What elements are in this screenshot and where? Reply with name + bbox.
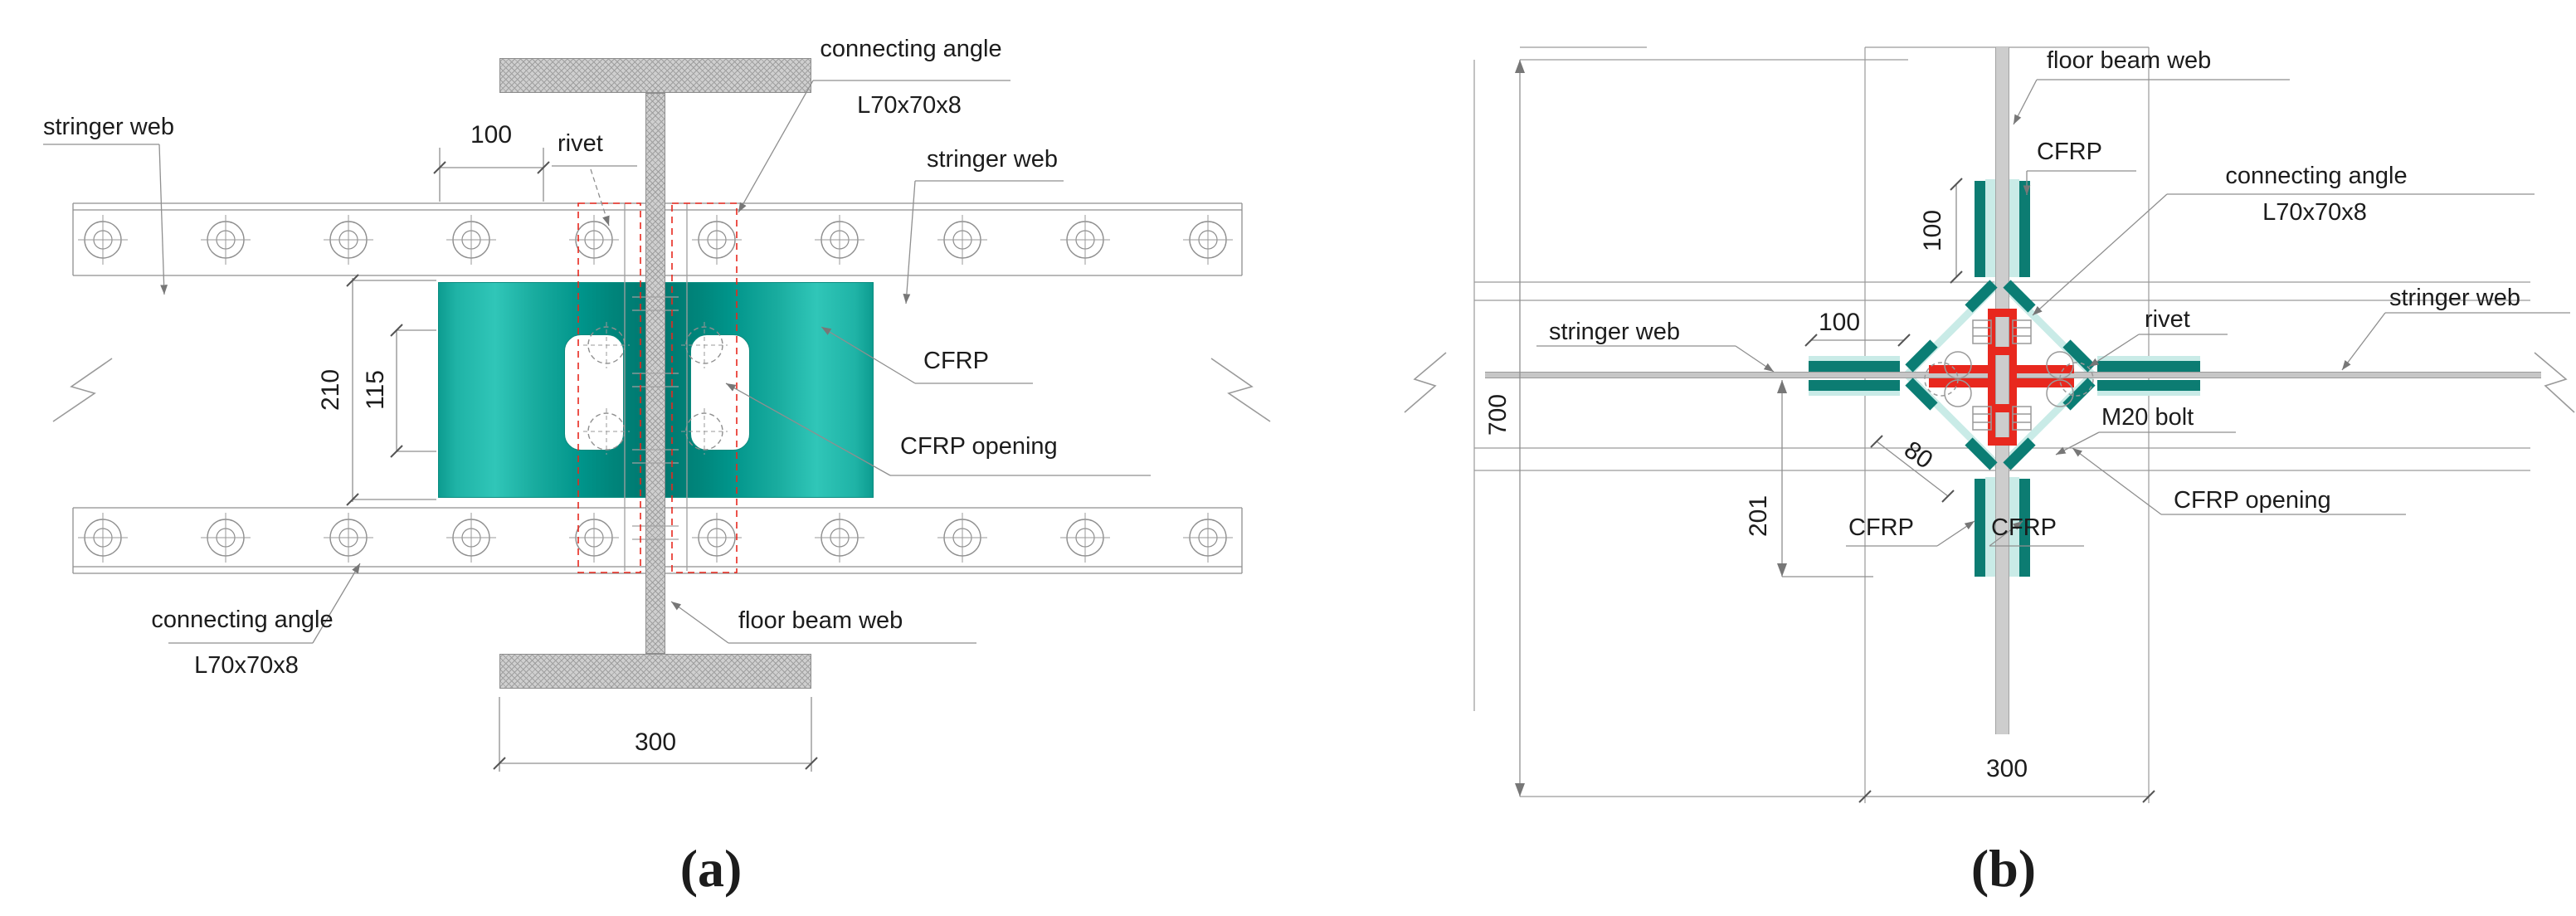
dim-300-b: 300 — [1985, 755, 2028, 782]
dimension-arrows — [1515, 60, 1787, 797]
connecting-angle-red-stub — [1995, 347, 2009, 355]
label-stringer-web-right: stringer web — [927, 146, 1058, 173]
dim-201: 201 — [1745, 495, 1772, 538]
connecting-angle-red-h — [1929, 378, 1995, 387]
cfrp-strip-left-lower — [1809, 380, 1900, 391]
label-stringer-web-right-b: stringer web — [2389, 285, 2520, 311]
cfrp-strip-top-right — [2019, 181, 2030, 277]
label-m20-bolt: M20 bolt — [2101, 404, 2194, 431]
cfrp-pale-strip — [1809, 391, 1900, 396]
label-rivet-b: rivet — [2145, 306, 2190, 333]
cfrp-opening-left — [564, 334, 624, 451]
label-stringer-web-left-b: stringer web — [1549, 319, 1680, 345]
label-rivet-a: rivet — [558, 130, 603, 157]
cfrp-pale-strip — [2009, 179, 2019, 277]
cfrp-strip-bottom-right — [2019, 479, 2030, 577]
cfrp-pale-strip — [1985, 179, 1995, 277]
dim-300-a: 300 — [634, 728, 677, 756]
caption-b: (b) — [1970, 839, 2037, 898]
label-stringer-web-left: stringer web — [43, 114, 174, 140]
connecting-angle-red-h — [2009, 378, 2074, 387]
label-cfrp-bottom-left: CFRP — [1848, 514, 1914, 541]
cfrp-strip-right-lower — [2097, 380, 2200, 391]
cfrp-strip-right-upper — [2097, 361, 2200, 372]
floor-beam-top-flange — [499, 58, 811, 93]
connecting-angle-red-v — [1988, 309, 1995, 446]
label-floor-beam-web-b: floor beam web — [2047, 47, 2212, 74]
dim-700: 700 — [1484, 393, 1512, 436]
connecting-angle-red-v — [2009, 309, 2017, 446]
cfrp-pale-strip — [2097, 356, 2200, 361]
connecting-angle-red-stub — [1995, 309, 2009, 317]
connecting-angle-red-stub — [1995, 437, 2009, 446]
caption-a: (a) — [679, 839, 743, 898]
dimension-lines-b — [1519, 60, 2149, 797]
floor-beam-bottom-flange — [499, 654, 811, 689]
label-connecting-angle-top-1: connecting angle — [820, 36, 1002, 62]
dim-210: 210 — [317, 368, 344, 412]
cfrp-pale-strip — [2097, 391, 2200, 396]
dim-80: 80 — [1899, 436, 1938, 475]
connecting-angle-red-h — [1929, 365, 1995, 373]
dim-115: 115 — [362, 370, 389, 410]
label-cfrp-top-b: CFRP — [2037, 139, 2102, 165]
label-connecting-angle-b-1: connecting angle — [2225, 163, 2408, 189]
connecting-angle-red-h — [2009, 365, 2074, 373]
cfrp-strip-top-left — [1975, 181, 1985, 277]
connecting-angle-red-stub — [1995, 404, 2009, 412]
label-cfrp-opening-b: CFRP opening — [2174, 487, 2331, 514]
cfrp-pale-strip — [1809, 356, 1900, 361]
label-connecting-angle-b-2: L70x70x8 — [2262, 199, 2367, 226]
label-connecting-angle-bottom-2: L70x70x8 — [194, 652, 299, 679]
cfrp-opening-right — [690, 334, 750, 451]
label-cfrp-opening-a: CFRP opening — [900, 433, 1058, 460]
label-floor-beam-web-a: floor beam web — [738, 607, 903, 634]
cfrp-strip-left-upper — [1809, 361, 1900, 372]
floor-beam-web-b — [1995, 47, 2009, 734]
label-connecting-angle-top-2: L70x70x8 — [857, 92, 962, 119]
dim-100-a: 100 — [470, 121, 513, 149]
label-cfrp-bottom-right: CFRP — [1991, 514, 2057, 541]
dim-100-top-b: 100 — [1919, 209, 1946, 252]
label-connecting-angle-bottom-1: connecting angle — [151, 607, 334, 633]
label-cfrp-a: CFRP — [923, 348, 989, 374]
dim-100-left-b: 100 — [1818, 309, 1861, 336]
cfrp-strip-bottom-left — [1975, 479, 1985, 577]
floor-beam-web-a — [645, 93, 665, 654]
